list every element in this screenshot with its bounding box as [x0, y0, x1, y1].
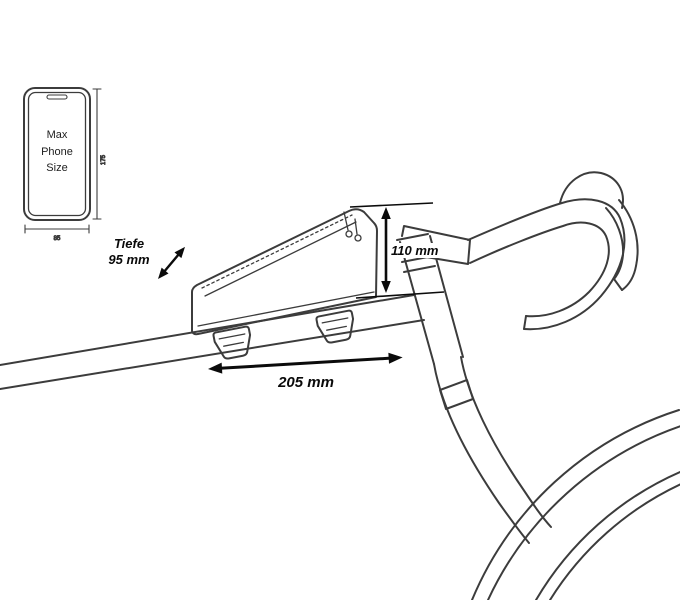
- max-phone-size-figure: 175 85: [23, 87, 108, 243]
- top-tube-bag-drawing: [191, 208, 378, 360]
- strap-buckle-right: [315, 309, 355, 344]
- arrow-head: [388, 352, 403, 364]
- top-tube-upper-line: [0, 294, 415, 366]
- fender-inner-arc: [487, 425, 680, 600]
- handlebar-end-cap: [523, 315, 527, 330]
- zipper-pull-cord: [343, 211, 349, 231]
- tire-inner-arc: [549, 483, 680, 600]
- max-phone-size-label: Max Phone Size: [26, 127, 88, 177]
- phone-label-line1: Max: [46, 129, 68, 141]
- phone-height-dimension: [92, 88, 102, 220]
- buckle-outline: [315, 309, 355, 344]
- phone-screen-outline: [27, 91, 87, 217]
- spacer-line: [403, 265, 436, 273]
- phone-label-line3: Size: [46, 162, 68, 174]
- zipper-seam-line: [204, 221, 357, 297]
- brake-lever-tip: [613, 278, 623, 291]
- fender-outer-arc: [471, 409, 680, 600]
- length-arrow: [208, 352, 403, 374]
- buckle-strap-line: [223, 341, 244, 347]
- brake-lever-outer: [618, 199, 639, 291]
- dimension-annotations: [158, 202, 445, 374]
- buckle-outline: [212, 325, 252, 360]
- phone-width-value: 85: [54, 236, 61, 242]
- bag-bottom-seam-line: [197, 291, 375, 327]
- phone-outer-outline: [23, 87, 91, 221]
- top-tube-lower-line: [0, 319, 425, 390]
- arrow-line: [162, 252, 181, 273]
- height-arrow: [381, 207, 391, 293]
- fork-blade-outer: [433, 363, 530, 544]
- head-tube-left-line: [399, 241, 435, 365]
- fork-blade-inner: [460, 356, 552, 528]
- handlebar-outer-curve: [467, 198, 626, 331]
- zipper-pull-tab: [354, 234, 362, 242]
- arrow-head: [174, 246, 185, 259]
- depth-label-line2: 95 mm: [108, 252, 150, 268]
- depth-label-line1: Tiefe: [113, 236, 145, 251]
- arrow-line: [219, 356, 391, 370]
- length-dimension-label: 205 mm: [278, 374, 334, 391]
- buckle-strap-line: [326, 325, 347, 331]
- bag-outline: [191, 208, 378, 336]
- phone-speaker-notch: [46, 94, 68, 100]
- phone-label-line2: Phone: [41, 145, 73, 158]
- zipper-teeth-line: [201, 214, 353, 289]
- arrow-head: [208, 362, 223, 374]
- depth-dimension-label: Tiefe 95 mm: [96, 236, 162, 269]
- headset-top-line: [396, 233, 429, 241]
- height-dimension-label: 110 mm: [390, 243, 440, 258]
- depth-arrow: [158, 246, 185, 279]
- tire-outer-arc: [535, 471, 680, 600]
- handlebar-inner-curve: [469, 221, 610, 318]
- strap-buckle-left: [212, 325, 252, 360]
- phone-height-value: 175: [101, 154, 107, 165]
- dimension-extension-line: [349, 202, 434, 208]
- buckle-slot-line: [321, 317, 349, 324]
- zipper-pull-tab: [345, 230, 353, 238]
- zipper-pull-cord: [354, 218, 358, 235]
- buckle-slot-line: [218, 333, 246, 340]
- arrow-head: [381, 207, 391, 219]
- brake-lever-inner: [605, 207, 625, 280]
- phone-width-dimension: [24, 224, 90, 234]
- dimension-extension-line: [355, 291, 445, 299]
- arrow-head: [381, 281, 391, 293]
- brake-hood-outline: [559, 171, 624, 209]
- arrow-head: [158, 267, 169, 279]
- brake-caliper-outline: [439, 379, 474, 410]
